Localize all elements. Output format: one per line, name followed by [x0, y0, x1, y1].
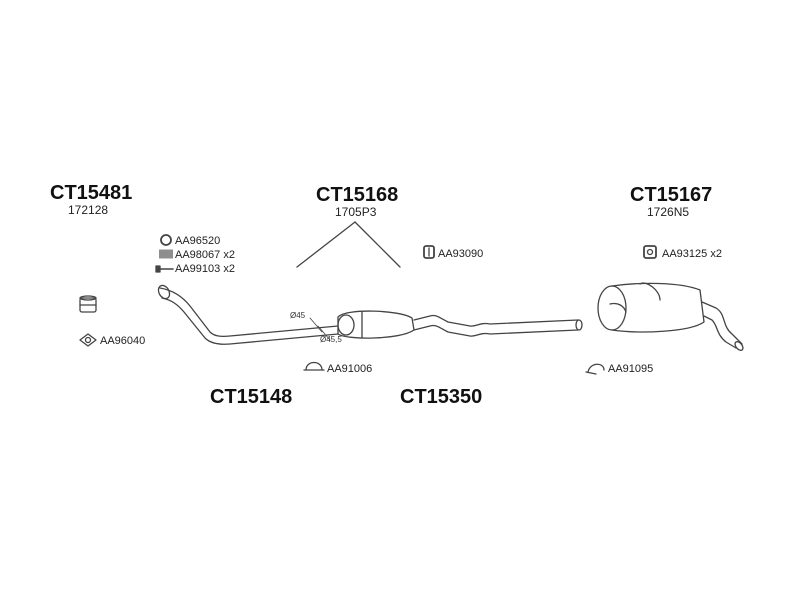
callout-lines — [296, 221, 401, 268]
mid-pipe — [413, 314, 583, 337]
group-code-mid-section: CT15350 — [400, 386, 483, 408]
rubber-bush-icon — [79, 295, 97, 313]
flange-gasket-icon — [79, 333, 97, 347]
group-ref-middle-box: 1705P3 — [335, 205, 377, 219]
bolt-icon — [155, 265, 174, 273]
part-label-flange-gasket: AA96040 — [100, 335, 146, 347]
group-ref-front-pipe: 172128 — [68, 203, 109, 217]
clamp-icon — [303, 361, 325, 371]
part-label-bolts: AA99103 x2 — [175, 263, 235, 275]
spring-icon — [159, 249, 173, 259]
part-label-clamp-rear: AA91095 — [608, 363, 654, 375]
part-label-springs: AA98067 x2 — [175, 249, 235, 261]
part-label-rubber-mount-mid: AA93090 — [438, 248, 484, 260]
rear-silencer — [597, 282, 744, 351]
group-code-rear-box: CT15167 — [630, 184, 713, 206]
front-down-pipe — [157, 284, 339, 345]
rubber-mount-icon — [643, 245, 657, 259]
clamp-icon — [585, 363, 605, 375]
part-label-clamp-mid: AA91006 — [327, 363, 373, 375]
center-silencer — [337, 310, 415, 339]
dimension-label-d1: Ø45 — [290, 311, 306, 320]
group-code-middle-box: CT15168 — [316, 184, 399, 206]
gasket-ring-icon — [160, 234, 172, 246]
dimension-label-d2: Ø45,5 — [320, 335, 342, 344]
group-code-front-pipe: CT15481 — [50, 182, 133, 204]
rubber-mount-icon — [423, 245, 435, 259]
group-ref-rear-box: 1726N5 — [647, 205, 690, 219]
dimension-marks — [309, 317, 331, 341]
part-label-rubber-mount-rear: AA93125 x2 — [662, 248, 722, 260]
group-code-downpipe: CT15148 — [210, 386, 293, 408]
part-label-gasket-ring: AA96520 — [175, 235, 221, 247]
